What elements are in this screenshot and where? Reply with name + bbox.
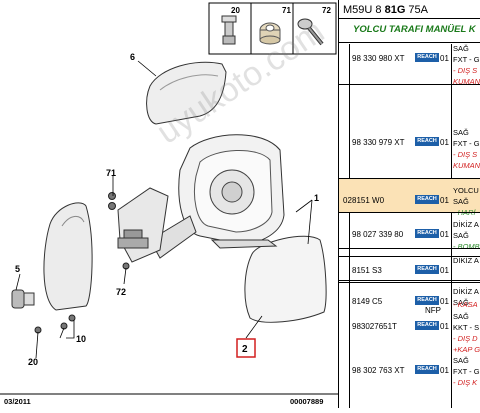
quantity: 01 [440,266,449,275]
part-reference[interactable]: 8151 W0 [352,196,385,205]
quantity: 01 [440,366,449,375]
part-label-71: 71 [106,168,116,178]
mirror-housing-part [149,134,285,259]
footer-date: 03/2011 [4,397,31,406]
back-cover-part [43,202,93,311]
grommet-icon [259,22,281,45]
reach-badge: REACH [415,195,439,204]
quantity: 01 [440,54,449,63]
panel-title: YOLCU TARAFI MANÜEL K [353,24,476,35]
quantity: 01 [440,230,449,239]
table-row[interactable]: NFP - KASA [339,300,480,315]
part-label-72: 72 [116,287,126,297]
part-label-10: 10 [76,334,86,344]
part-description: DİKİZ A [453,256,479,265]
part-reference[interactable]: 98 027 339 80 [352,230,404,239]
thumbnail-strip: 20 71 72 [208,2,337,55]
reach-badge: REACH [415,296,439,305]
reach-badge: REACH [415,53,439,62]
reach-badge: REACH [415,229,439,238]
model-code: M59U 8 81G 75A [343,4,429,16]
quantity: 01 [440,322,449,331]
part-reference[interactable]: 983027651T [352,322,397,331]
part-label-20: 20 [28,357,38,367]
part-reference[interactable]: 98 330 980 XT [352,54,405,63]
footer-ref: 00007889 [290,397,324,406]
part-reference[interactable]: 8149 C5 [352,297,383,306]
mirror-cover-part [146,61,227,125]
part-label-5: 5 [15,264,20,274]
part-label-1: 1 [314,193,319,203]
reach-badge: REACH [415,265,439,274]
part-label-2[interactable]: 2 [242,344,248,355]
clip-icon [221,15,237,45]
parts-list-panel: M59U 8 81G 75A YOLCU TARAFI MANÜEL K 98 … [338,0,480,408]
reach-badge: REACH [415,137,439,146]
part-reference[interactable]: 98 330 979 XT [352,138,405,147]
screw-part-71 [108,192,116,210]
thumb-label-71: 71 [282,6,291,15]
part-reference[interactable]: 98 302 763 XT [352,366,405,375]
leader-lines [15,176,313,359]
part-description: - KASA [453,300,478,309]
reach-badge: REACH [415,321,439,330]
mirror-glass-part [244,235,327,323]
quantity: 01 [440,196,449,205]
reach-badge: REACH [415,365,439,374]
thumb-label-20: 20 [231,6,240,15]
part-reference[interactable]: 8151 S3 [352,266,382,275]
thumb-label-72: 72 [322,6,331,15]
bulb-part [11,289,35,309]
selected-part-box[interactable] [236,338,256,358]
exploded-parts-diagram: 20 71 72 [0,2,338,406]
quantity: 01 [440,138,449,147]
mirror-bracket-part [117,187,169,263]
part-label-6: 6 [130,52,135,62]
nfp-flag: NFP [425,306,441,315]
row-index: 02 [343,196,352,205]
quantity: 01 [440,297,449,306]
screw-icon [297,18,324,46]
mirror-assembly-drawing: 20 71 72 [0,2,338,395]
screw-part-20 [34,314,76,334]
